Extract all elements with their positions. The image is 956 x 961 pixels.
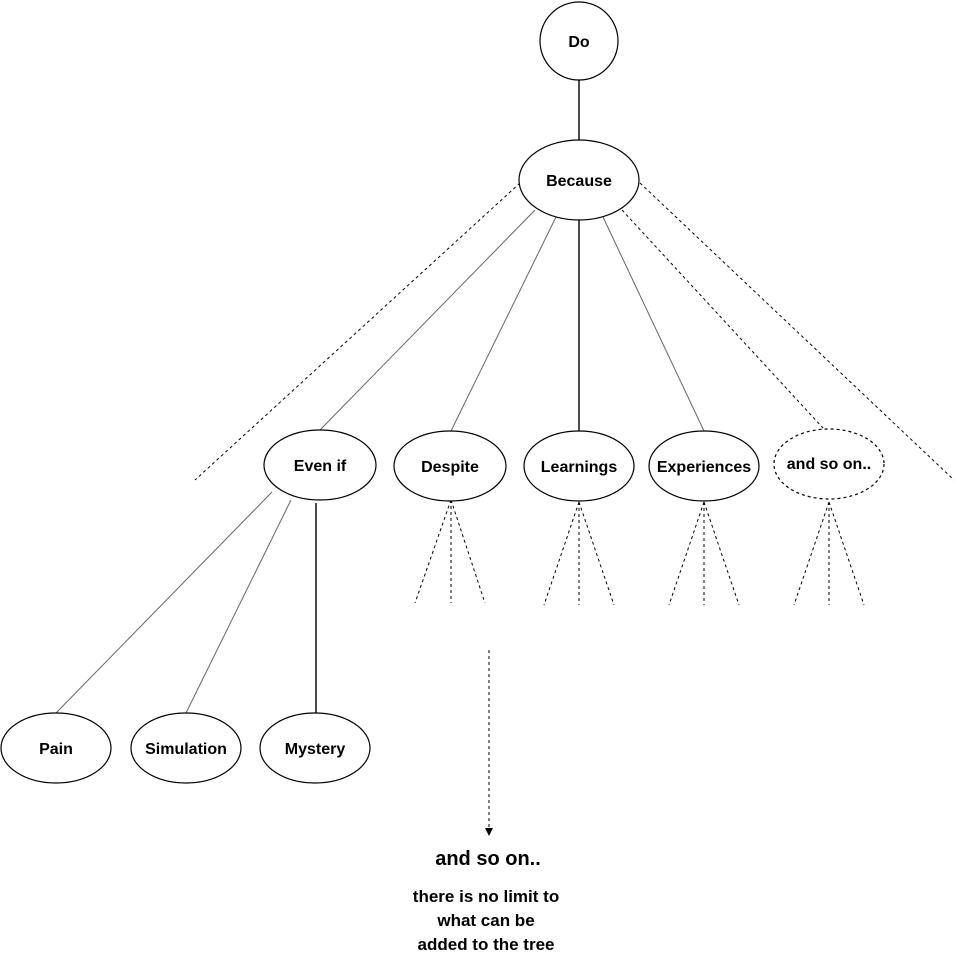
node-and-so-on-label: and so on.. [787,456,871,473]
edge-because-open-left [194,182,521,481]
edge-because-even-if [319,209,536,431]
fan-and-so-on [793,501,865,606]
node-simulation-label: Simulation [145,741,227,758]
caption-note-line-1: there is no limit to [413,887,559,906]
node-do-label: Do [568,34,590,51]
node-and-so-on: and so on.. [773,428,885,500]
caption-note-line-2: what can be [436,911,534,930]
node-pain-label: Pain [39,741,73,758]
node-because: Because [518,139,640,221]
node-despite-label: Despite [421,459,479,476]
node-mystery-label: Mystery [285,741,346,758]
edge-even-if-pain [55,491,273,714]
edge-because-and-so-on [621,209,824,429]
node-learnings-label: Learnings [541,459,618,476]
node-do: Do [539,1,619,81]
node-experiences-label: Experiences [657,459,751,476]
node-even-if-label: Even if [294,458,347,475]
node-because-label: Because [546,173,612,190]
edge-because-experiences [602,216,705,432]
node-learnings: Learnings [523,430,635,502]
node-simulation: Simulation [130,712,242,784]
node-mystery: Mystery [259,712,371,784]
fan-learnings [543,501,615,606]
caption-note-line-3: added to the tree [418,935,555,954]
node-despite: Despite [393,430,507,502]
edge-because-open-right [639,182,955,481]
node-experiences: Experiences [648,430,760,502]
edge-because-despite [450,216,557,432]
node-pain: Pain [0,712,112,784]
fan-experiences [668,501,740,606]
caption-title: and so on.. [435,848,541,870]
fan-despite [414,499,486,604]
edge-even-if-simulation [185,499,292,714]
node-even-if: Even if [263,429,377,501]
